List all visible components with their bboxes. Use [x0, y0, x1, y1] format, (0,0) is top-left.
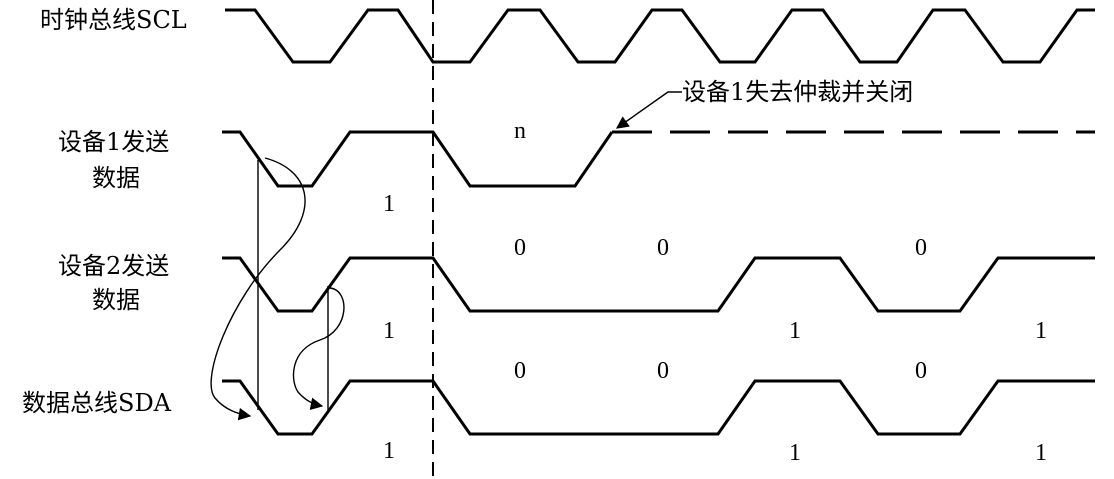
dev2-bit-label: 0	[915, 235, 927, 261]
device2-waveform	[222, 256, 1095, 313]
sda-bit-label: 1	[383, 438, 395, 464]
device2-label-line2: 数据	[92, 286, 140, 314]
dev2-bit-label: 1	[1035, 318, 1047, 344]
annotation-leader-arrow	[615, 91, 682, 129]
dev1-bit-label: n	[514, 118, 526, 144]
sda-bit-label: 0	[915, 358, 927, 384]
curved-arrow-dev1-to-sda	[210, 157, 306, 421]
dev2-bit-label: 0	[514, 235, 526, 261]
scl-label: 时钟总线SCL	[40, 6, 187, 34]
sda-bit-label: 0	[514, 358, 526, 384]
device2-label-line1: 设备2发送	[58, 252, 169, 280]
device1-waveform	[222, 130, 614, 188]
device1-label-line1: 设备1发送	[58, 128, 169, 156]
dev2-bit-label: 0	[657, 235, 669, 261]
scl-waveform	[225, 8, 1095, 64]
device1-label-line2: 数据	[92, 164, 140, 192]
dev2-bit-label: 1	[789, 318, 801, 344]
dev1-bit-label: 1	[383, 191, 395, 217]
sda-waveform	[222, 379, 1095, 436]
sda-label: 数据总线SDA	[22, 389, 172, 417]
sda-bit-label: 0	[657, 358, 669, 384]
curved-arrow-dev2-to-sda	[292, 287, 345, 410]
sda-bit-label: 1	[789, 440, 801, 466]
dev2-bit-label: 1	[383, 318, 395, 344]
annotation-text: 设备1失去仲裁并关闭	[682, 78, 913, 106]
sda-bit-label: 1	[1035, 440, 1047, 466]
